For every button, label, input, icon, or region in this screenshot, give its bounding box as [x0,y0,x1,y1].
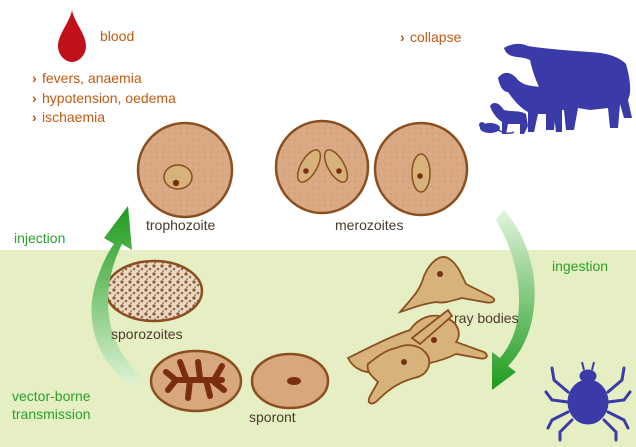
injection-label: injection [14,230,66,246]
symptom-1: fevers, anaemia [42,70,142,86]
rbc-trophozoite [136,121,234,219]
transmission-label: transmission [12,406,91,422]
merozoites-label: merozoites [335,217,404,233]
symptom-3: ischaemia [42,109,106,125]
arrow-injection [91,206,140,386]
rbc-merozoites-pair [274,119,370,215]
tick-icon [544,361,632,442]
sporont-single [250,352,330,410]
sporozoites-cell [104,259,204,323]
blood-label: blood [100,28,135,44]
vector-borne-label: vector-borne [12,388,91,404]
ray-bodies [346,256,496,405]
vector-band [0,250,636,447]
rbc-merozoite-single [373,121,469,217]
ingestion-label: ingestion [552,258,609,274]
bullet-symptom-1: › [32,70,37,86]
bullet-symptom-2: › [32,90,37,106]
bullet-symptom-3: › [32,109,37,125]
trophozoite-parasite [163,164,193,190]
ray-bodies-label: ray bodies [454,310,519,326]
livestock-icon [479,43,632,135]
sporont-branched [149,349,243,413]
sporont-label: sporont [249,409,296,425]
sporozoites-label: sporozoites [111,326,183,342]
blood-drop-icon [58,10,86,62]
arrow-ingestion [492,210,535,390]
collapse-label: collapse [410,29,462,45]
trophozoite-label: trophozoite [146,217,216,233]
bullet-collapse: › [400,29,405,45]
symptom-2: hypotension, oedema [42,90,176,106]
